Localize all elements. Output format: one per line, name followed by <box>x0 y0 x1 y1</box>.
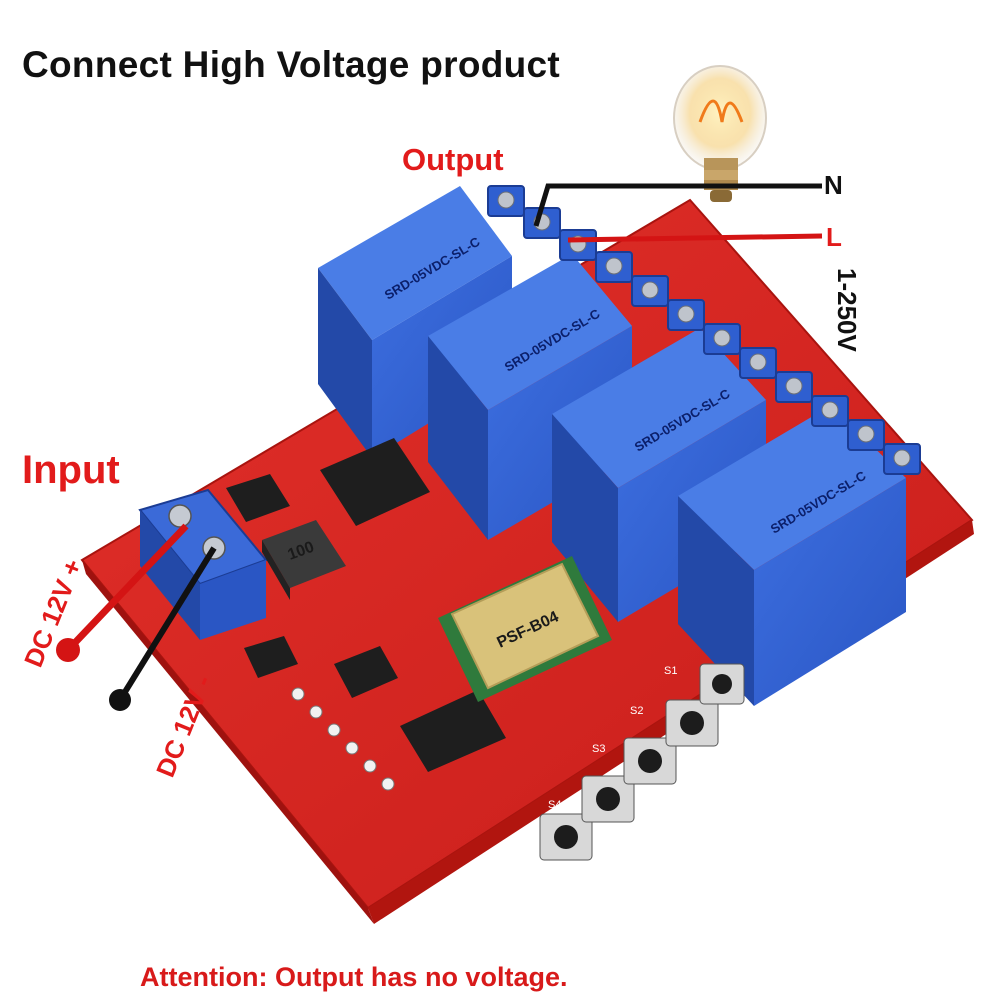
button-label-s2: S2 <box>630 705 643 717</box>
button-label-s1: S1 <box>664 665 677 677</box>
dc-negative-wire <box>109 546 217 711</box>
voltage-range-label: 1-250V <box>832 268 862 352</box>
neutral-terminal-label: N <box>824 170 843 200</box>
live-terminal-label: L <box>826 222 842 252</box>
push-buttons: S4 S3 S2 S1 <box>539 663 745 861</box>
input-terminal-block <box>138 488 268 640</box>
light-bulb-icon <box>673 65 767 202</box>
neutral-wire <box>533 183 822 227</box>
page-title: Connect High Voltage product <box>22 44 561 85</box>
header-pins <box>291 687 395 791</box>
wireless-module: PSF-B04 <box>438 556 612 702</box>
dc-positive-wire <box>56 523 189 662</box>
inductor: 100 <box>262 520 346 600</box>
button-label-s3: S3 <box>592 743 605 755</box>
live-wire <box>567 233 823 243</box>
attention-note: Attention: Output has no voltage. <box>140 962 568 992</box>
button-label-s4: S4 <box>548 799 561 811</box>
relay-1: SRD-05VDC-SL-C <box>318 186 512 458</box>
output-label: Output <box>402 142 504 177</box>
input-label: Input <box>22 448 120 492</box>
ic-chips <box>226 438 506 772</box>
